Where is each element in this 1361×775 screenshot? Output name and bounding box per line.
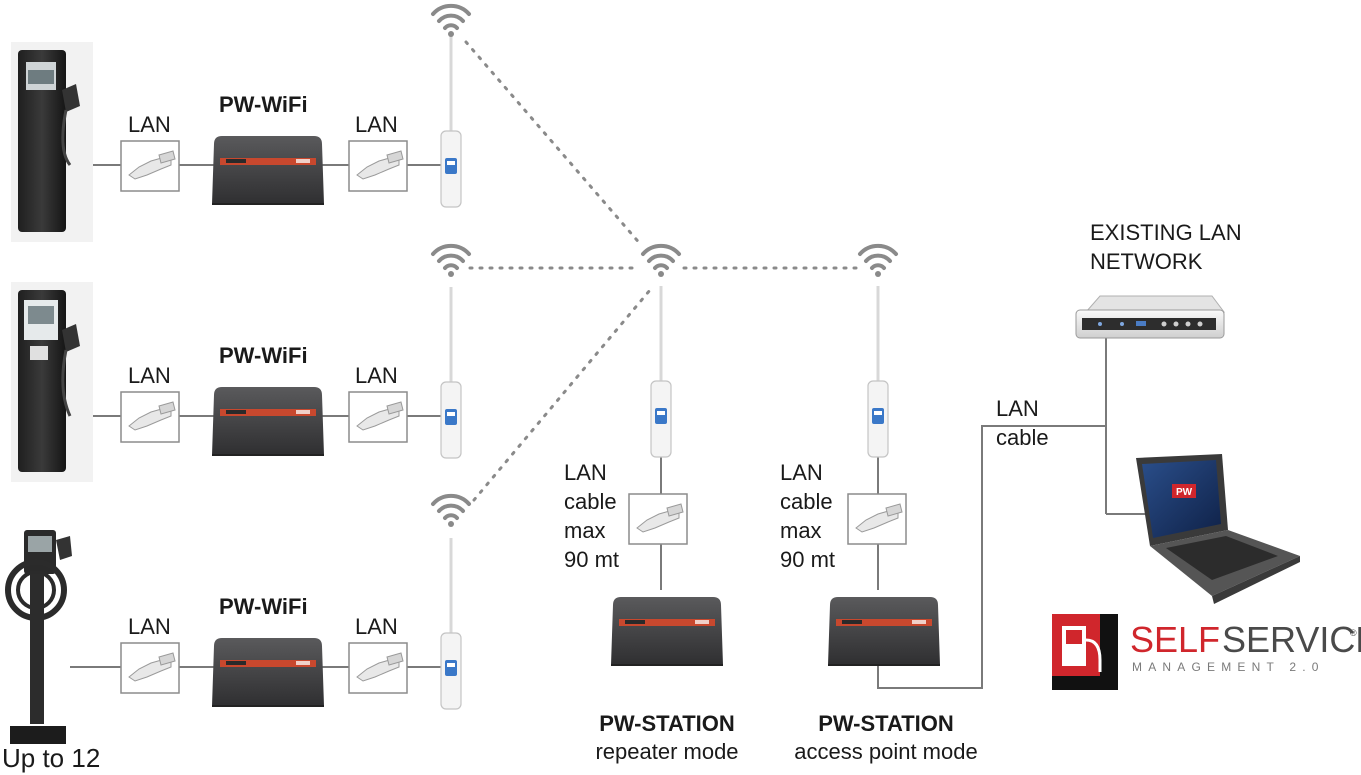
network-router [1075, 295, 1225, 339]
cable-line: cable [564, 489, 617, 514]
cable-line: cable [780, 489, 833, 514]
station-repeater-title: PW-STATION [599, 711, 735, 736]
pw-station-device-repeater [610, 596, 724, 666]
laptop: PW [1136, 454, 1300, 604]
pw-wifi-device-row2 [211, 386, 325, 456]
wifi-icon-row2 [431, 243, 471, 279]
wifi-icon-station-ap [858, 243, 898, 279]
station-ap-title: PW-STATION [818, 711, 954, 736]
fuel-dispenser-3 [5, 530, 72, 744]
antenna-station-ap [866, 284, 890, 459]
station-repeater-cable-label: LAN cable max 90 mt [564, 458, 619, 574]
cable-line: 90 mt [564, 547, 620, 572]
station-repeater-caption: PW-STATION repeater mode [572, 710, 762, 766]
lan-connector-row1-left [120, 140, 180, 192]
laptop-screen-logo: PW [1176, 487, 1193, 498]
fuel-dispenser-2 [11, 282, 93, 482]
lan-connector-station-repeater [628, 493, 688, 545]
row2-left-lan-label: LAN [128, 363, 171, 388]
antenna-row2 [439, 285, 463, 460]
row3-left-lan-label: LAN [128, 614, 171, 639]
footer-note: Up to 12 [2, 743, 101, 773]
logo-text-service: SERVICE [1222, 619, 1361, 660]
wifi-icon-row1 [431, 3, 471, 39]
wireless-links [464, 40, 860, 502]
station-ap-mode: access point mode [794, 739, 978, 764]
station-repeater-mode: repeater mode [595, 739, 739, 764]
wifi-icon-station-repeater [641, 243, 681, 279]
antenna-row1 [439, 34, 463, 209]
existing-lan-line: NETWORK [1090, 249, 1203, 274]
lan-connector-row3-right [348, 642, 408, 694]
pw-wifi-device-row3 [211, 637, 325, 707]
pw-station-device-ap [827, 596, 941, 666]
row3-device-label: PW-WiFi [219, 594, 308, 619]
lan-connector-row2-right [348, 391, 408, 443]
pw-wifi-device-row1 [211, 135, 325, 205]
lan-cable-line: cable [996, 425, 1049, 450]
station-ap-cable-label: LAN cable max 90 mt [780, 458, 835, 574]
row1-left-lan-label: LAN [128, 112, 171, 137]
lan-cable-line: LAN [996, 396, 1039, 421]
selfservice-logo: SELF SERVICE ® MANAGEMENT 2.0 [1052, 614, 1361, 690]
lan-connector-station-ap [847, 493, 907, 545]
lan-cable-label: LAN cable [996, 394, 1049, 452]
antenna-row3 [439, 536, 463, 711]
wifi-icon-row3 [431, 493, 471, 529]
cable-line: max [564, 518, 606, 543]
existing-lan-line: EXISTING LAN [1090, 220, 1242, 245]
lan-connector-row1-right [348, 140, 408, 192]
cable-line: max [780, 518, 822, 543]
row2-right-lan-label: LAN [355, 363, 398, 388]
cable-line: 90 mt [780, 547, 836, 572]
cable-line: LAN [564, 460, 607, 485]
row3-right-lan-label: LAN [355, 614, 398, 639]
lan-connector-row3-left [120, 642, 180, 694]
fuel-dispenser-1 [11, 42, 93, 242]
lan-connector-row2-left [120, 391, 180, 443]
logo-subtitle: MANAGEMENT 2.0 [1132, 660, 1325, 674]
logo-reg-mark: ® [1350, 628, 1357, 638]
antenna-station-repeater [649, 284, 673, 459]
cable-line: LAN [780, 460, 823, 485]
station-ap-caption: PW-STATION access point mode [774, 710, 998, 766]
row2-device-label: PW-WiFi [219, 343, 308, 368]
existing-lan-label: EXISTING LAN NETWORK [1090, 218, 1242, 276]
logo-text-self: SELF [1130, 619, 1220, 660]
row1-right-lan-label: LAN [355, 112, 398, 137]
row1-device-label: PW-WiFi [219, 92, 308, 117]
